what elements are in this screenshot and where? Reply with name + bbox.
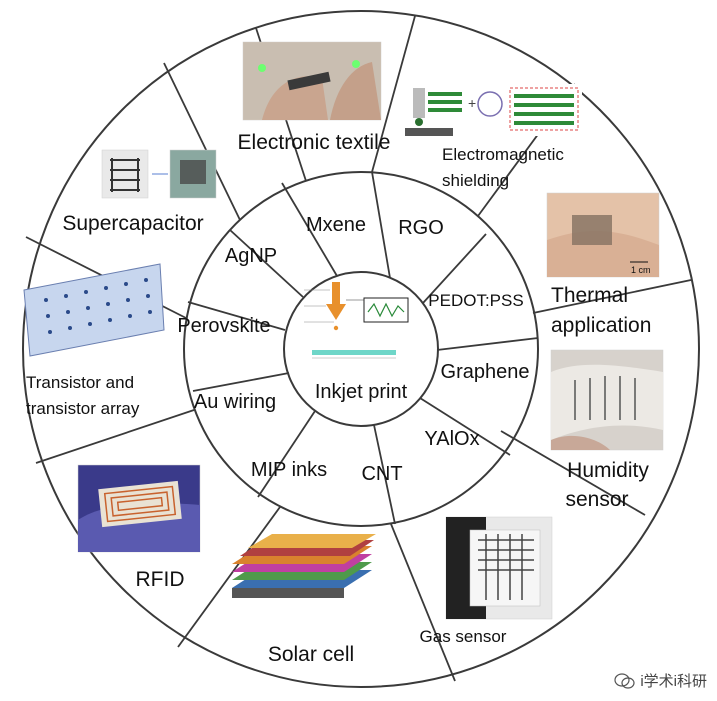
outer-label-humidity-line2: sensor — [565, 488, 628, 511]
ink-droplet — [333, 325, 339, 331]
inner-ring-outer-border — [183, 171, 539, 527]
printhead-nozzle — [332, 282, 340, 304]
inner-label-yalox: YAlOx — [424, 428, 479, 450]
outer-label-electronic-textile: Electronic textile — [238, 131, 391, 154]
inner-label-pedot-pss: PEDOT:PSS — [428, 291, 523, 310]
transistor-array-figure — [23, 263, 165, 357]
humidity-sensor-photo — [550, 349, 664, 451]
waveform-line — [367, 302, 405, 318]
inner-label-agnp: AgNP — [225, 245, 277, 267]
watermark: i学术i科研 — [614, 670, 707, 691]
outer-label-humidity-line1: Humidity — [567, 459, 649, 482]
inner-label-mxene: Mxene — [306, 214, 366, 236]
inner-spokes — [187, 171, 539, 525]
inner-label-au-wiring: Au wiring — [194, 391, 276, 413]
inner-label-perovskite: Perovskite — [177, 315, 270, 337]
wechat-icon — [614, 672, 635, 689]
waveform-box — [363, 297, 409, 323]
nozzle-tip — [326, 304, 346, 320]
substrate — [312, 350, 396, 355]
outer-label-supercapacitor: Supercapacitor — [62, 212, 203, 235]
outer-label-thermal-line1: Thermal — [551, 284, 628, 307]
inkjet-schematic — [304, 282, 409, 359]
svg-text:+: + — [468, 95, 476, 111]
outer-label-gas-sensor: Gas sensor — [420, 627, 507, 646]
supercapacitor-photos — [101, 149, 217, 199]
inner-label-mip-inks: MIP inks — [251, 459, 327, 481]
solar-cell-figure — [232, 534, 376, 598]
inner-label-cnt: CNT — [361, 463, 402, 485]
outer-label-transistor-line2: transistor array — [26, 399, 140, 418]
outer-label-solar-cell: Solar cell — [268, 643, 354, 666]
outer-label-transistor-line1: Transistor and — [26, 373, 134, 392]
inner-label-graphene: Graphene — [441, 361, 530, 383]
outer-label-electromagnetic-line1: Electromagnetic — [442, 145, 564, 164]
gas-sensor-photo — [445, 516, 553, 620]
outer-label-electromagnetic-line2: shielding — [442, 171, 509, 190]
center-label: Inkjet print — [315, 381, 408, 403]
svg-text:1 cm: 1 cm — [631, 265, 651, 275]
watermark-text: i学术i科研 — [640, 673, 707, 690]
outer-label-thermal-line2: application — [551, 314, 651, 337]
electronic-textile-photo — [242, 41, 382, 121]
rfid-photo — [77, 464, 201, 553]
inner-label-rgo: RGO — [398, 217, 444, 239]
outer-circle — [22, 10, 700, 688]
thermal-application-photo: 1 cm — [546, 192, 660, 278]
electromagnetic-shielding-figure: + — [405, 84, 582, 136]
outer-label-rfid: RFID — [136, 568, 185, 591]
